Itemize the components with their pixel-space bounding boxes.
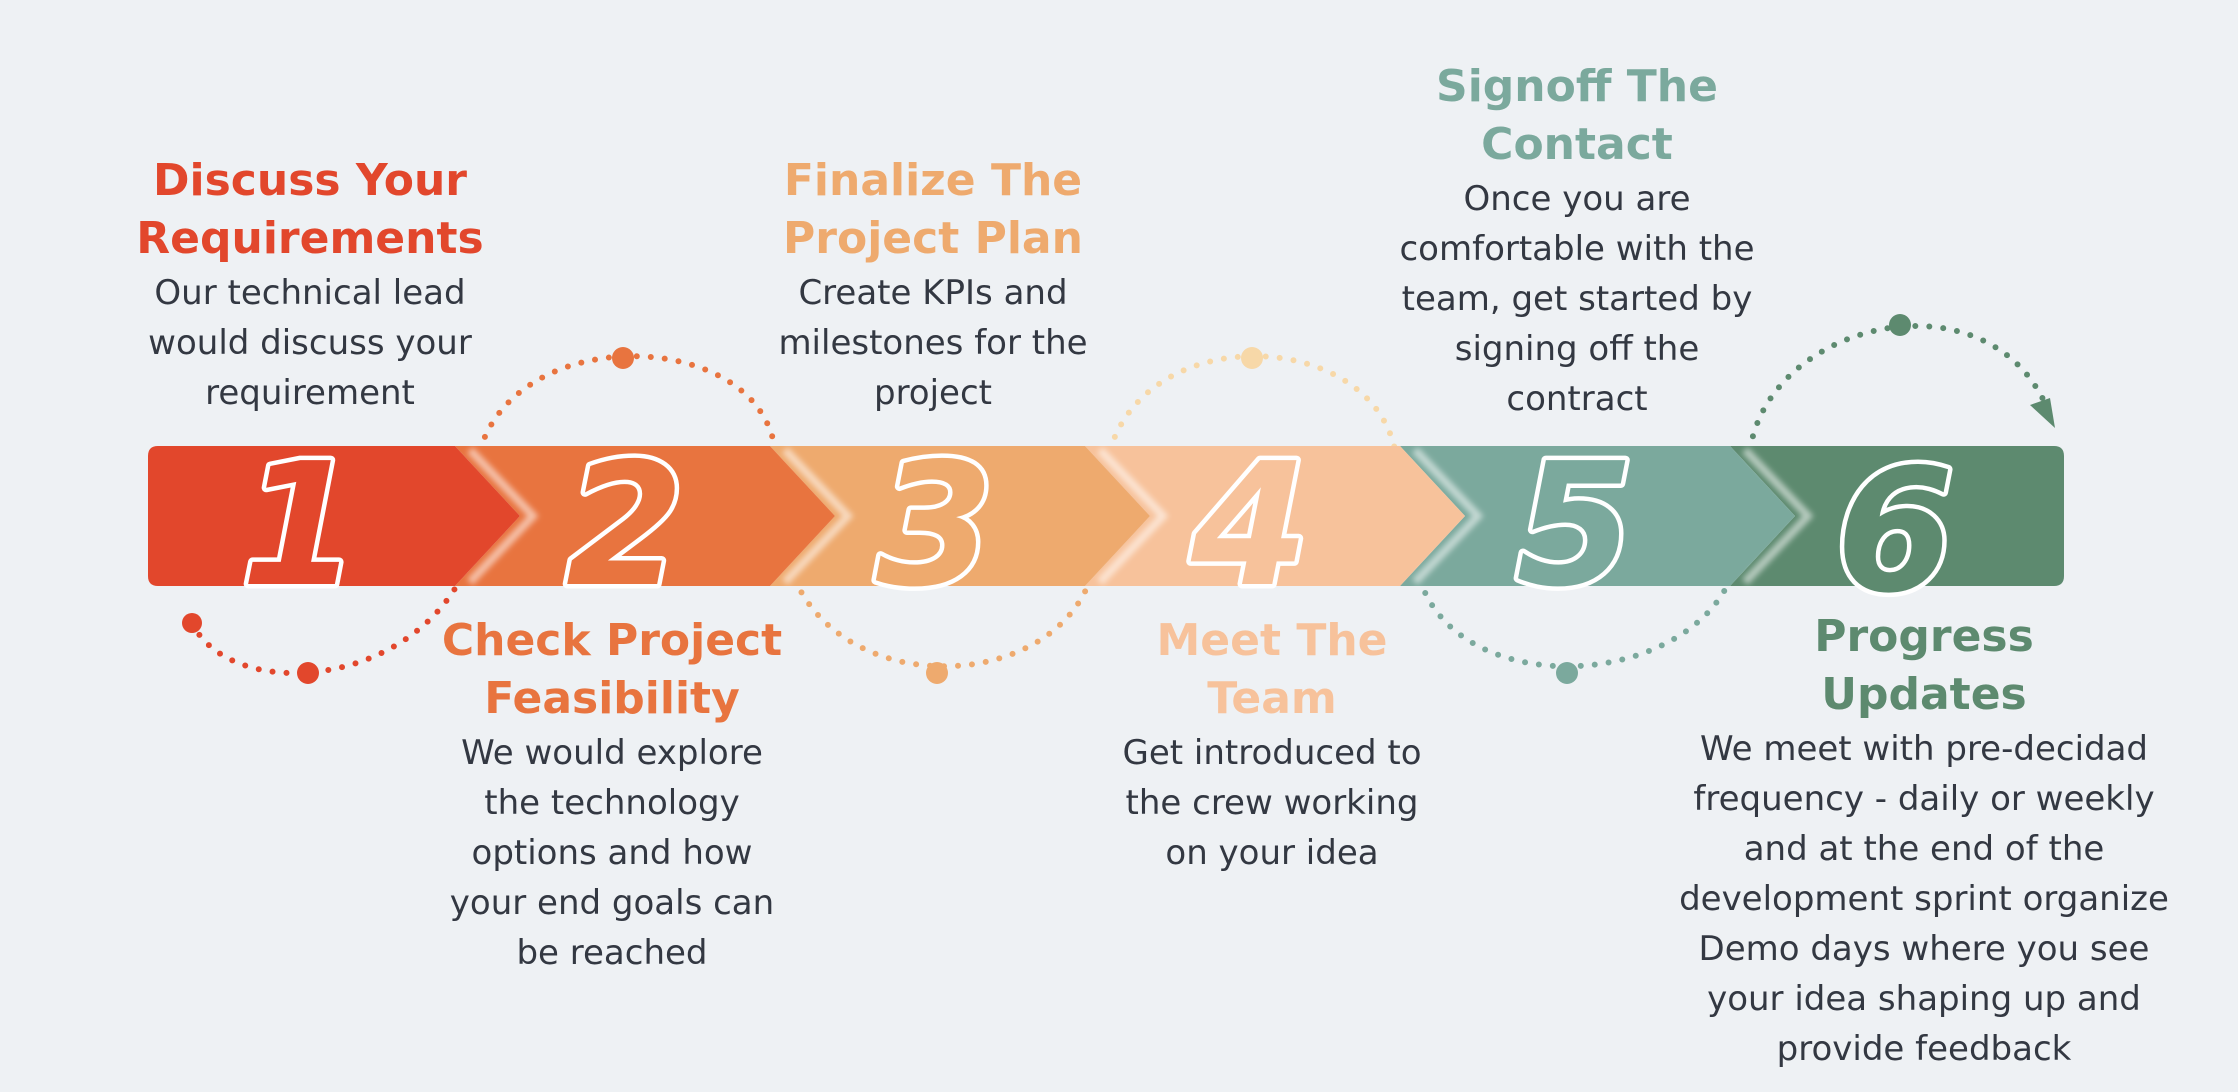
arrow-segment-2 (455, 446, 835, 586)
step-title-4: Meet The Team (1156, 615, 1388, 724)
step-title-5: Signoff The Contact (1436, 61, 1718, 170)
step-number-3: 3 (876, 427, 994, 625)
step-description-3: Create KPIs and milestones for the proje… (778, 273, 1088, 413)
step-description-2: We would explore the technology options … (449, 733, 775, 973)
step-description-5: Once you are comfortable with the team, … (1399, 179, 1755, 419)
step-description-6: We meet with pre-decidad frequency - dai… (1679, 729, 2169, 1069)
connector-dots (182, 314, 2055, 684)
connector-dot (1241, 347, 1263, 369)
connector-dot (926, 662, 948, 684)
step-title-2: Check Project Feasibility (441, 615, 783, 724)
step-title-3: Finalize The Project Plan (783, 155, 1083, 264)
connector-dot (612, 347, 634, 369)
arrow-segment-6 (1730, 446, 2064, 586)
step-title-1: Discuss Your Requirements (136, 155, 484, 264)
chevron-highlight (467, 447, 539, 585)
dotted-connectors (189, 323, 2051, 676)
step-number-6: 6 (1836, 433, 1954, 631)
arrow-segment-5 (1400, 446, 1795, 586)
arrow-band (148, 446, 2064, 586)
arrowhead-icon (2030, 398, 2055, 428)
connector-dot (182, 613, 202, 633)
step-description-1: Our technical lead would discuss your re… (148, 273, 472, 413)
chevron-highlight (1412, 447, 1484, 585)
arrow-segment-4 (1085, 446, 1465, 586)
step-numbers: 1 2 3 4 5 6 (236, 423, 1958, 636)
arrow-segment-1 (148, 446, 520, 586)
chevron-highlight (1742, 447, 1814, 585)
connector-6 (1747, 323, 2051, 453)
chevron-highlight (1097, 447, 1169, 585)
chevron-highlight (782, 447, 854, 585)
step-number-5: 5 (1516, 427, 1634, 625)
connector-2 (477, 353, 778, 453)
step-number-2: 2 (566, 427, 684, 625)
arrow-segment-3 (770, 446, 1150, 586)
step-description-4: Get introduced to the crew working on yo… (1122, 733, 1422, 873)
connector-4 (1107, 353, 1398, 453)
step-title-6: Progress Updates (1814, 611, 2034, 720)
step-number-1: 1 (241, 427, 359, 625)
connector-dot (1889, 314, 1911, 336)
step-number-4: 4 (1190, 427, 1309, 625)
connector-dot (297, 662, 319, 684)
connector-dot (1556, 662, 1578, 684)
